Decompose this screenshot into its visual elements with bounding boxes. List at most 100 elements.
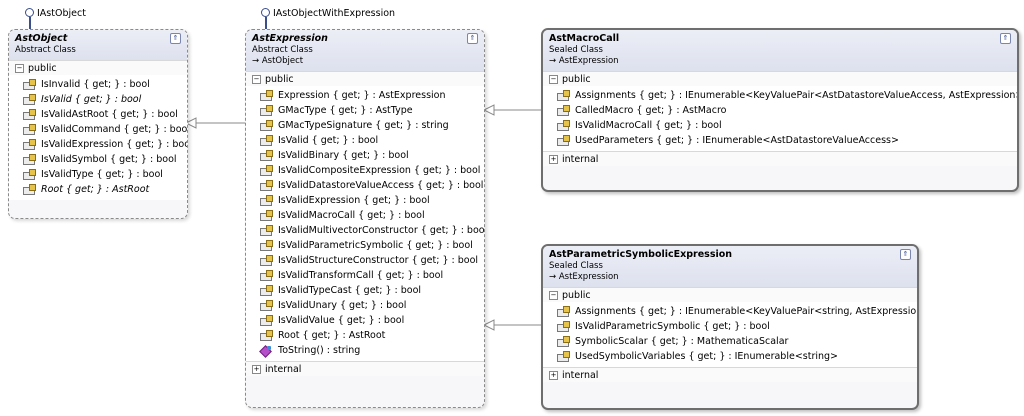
expand-section-icon[interactable]: + [252,364,261,374]
member-text: IsValidMacroCall { get; } : bool [278,210,425,221]
collapse-icon[interactable]: ⇑ [1000,33,1011,44]
member-item[interactable]: IsValidUnary { get; } : bool [246,298,484,313]
class-box-astexpression[interactable]: AstExpression Abstract Class → AstObject… [245,29,485,408]
member-text: IsValidTypeCast { get; } : bool [278,285,422,296]
section-public[interactable]: − public [543,287,917,302]
member-item[interactable]: Assignments { get; } : IEnumerable<KeyVa… [543,304,917,319]
member-item[interactable]: IsValid { get; } : bool [246,133,484,148]
member-item[interactable]: IsValidTransformCall { get; } : bool [246,268,484,283]
class-box-astobject[interactable]: AstObject Abstract Class ⇑ − public IsIn… [8,29,188,219]
member-text: IsValidCompositeExpression { get; } : bo… [278,165,481,176]
collapse-section-icon[interactable]: − [15,63,24,73]
member-item[interactable]: Root { get; } : AstRoot [9,182,187,197]
base-class: → AstObject [252,56,304,66]
member-item[interactable]: UsedSymbolicVariables { get; } : IEnumer… [543,349,917,364]
expand-section-icon[interactable]: + [549,154,558,164]
class-name: AstObject [15,33,68,44]
member-text: UsedSymbolicVariables { get; } : IEnumer… [575,351,839,362]
property-icon [260,134,273,146]
property-icon [557,305,570,317]
interface-icon [260,8,270,31]
class-header: AstMacroCall Sealed Class → AstExpressio… [543,30,1017,71]
member-item[interactable]: IsValidMacroCall { get; } : bool [246,208,484,223]
member-item[interactable]: IsValidParametricSymbolic { get; } : boo… [543,319,917,334]
member-text: IsValidType { get; } : bool [41,169,163,180]
collapse-icon[interactable]: ⇑ [170,33,181,44]
property-icon [260,164,273,176]
member-item[interactable]: GMacType { get; } : AstType [246,103,484,118]
property-icon [23,138,36,150]
member-item[interactable]: UsedParameters { get; } : IEnumerable<As… [543,133,1017,148]
section-label: public [28,62,57,74]
member-item[interactable]: IsValidAstRoot { get; } : bool [9,107,187,122]
property-icon [557,89,570,101]
member-item[interactable]: IsValid { get; } : bool [9,92,187,107]
member-item[interactable]: IsValidType { get; } : bool [9,167,187,182]
member-item[interactable]: IsValidStructureConstructor { get; } : b… [246,253,484,268]
member-item[interactable]: Assignments { get; } : IEnumerable<KeyVa… [543,88,1017,103]
class-kind: Abstract Class [252,45,313,55]
member-item[interactable]: IsValidSymbol { get; } : bool [9,152,187,167]
interface-lollipop-iastobjectwithexpression: IAstObjectWithExpression [260,8,396,31]
property-icon [260,119,273,131]
member-item[interactable]: IsValidExpression { get; } : bool [9,137,187,152]
section-public[interactable]: − public [246,71,484,86]
member-text: IsValidBinary { get; } : bool [278,150,409,161]
member-item[interactable]: GMacTypeSignature { get; } : string [246,118,484,133]
section-internal[interactable]: + internal [543,151,1017,166]
collapse-icon[interactable]: ⇑ [900,249,911,260]
member-item[interactable]: IsValidDatastoreValueAccess { get; } : b… [246,178,484,193]
member-item[interactable]: SymbolicScalar { get; } : MathematicaSca… [543,334,917,349]
property-icon [23,168,36,180]
property-icon [260,299,273,311]
member-item[interactable]: ToString() : string [246,343,484,358]
member-item[interactable]: IsValidValue { get; } : bool [246,313,484,328]
section-public[interactable]: − public [9,60,187,75]
member-text: IsInvalid { get; } : bool [41,79,150,90]
member-text: IsValidExpression { get; } : bool [41,139,188,150]
member-item[interactable]: IsValidMacroCall { get; } : bool [543,118,1017,133]
member-text: Root { get; } : AstRoot [41,184,150,195]
member-item[interactable]: IsInvalid { get; } : bool [9,77,187,92]
member-text: IsValid { get; } : bool [41,94,142,105]
member-item[interactable]: IsValidBinary { get; } : bool [246,148,484,163]
section-internal[interactable]: + internal [543,367,917,382]
class-header: AstExpression Abstract Class → AstObject… [246,30,484,71]
property-icon [23,123,36,135]
member-text: IsValid { get; } : bool [278,135,379,146]
member-item[interactable]: IsValidCompositeExpression { get; } : bo… [246,163,484,178]
section-public[interactable]: − public [543,71,1017,86]
member-item[interactable]: IsValidParametricSymbolic { get; } : boo… [246,238,484,253]
member-text: Expression { get; } : AstExpression [278,90,446,101]
property-icon [260,284,273,296]
member-item[interactable]: CalledMacro { get; } : AstMacro [543,103,1017,118]
member-item[interactable]: IsValidMultivectorConstructor { get; } :… [246,223,484,238]
member-item[interactable]: IsValidCommand { get; } : bool [9,122,187,137]
property-icon [260,149,273,161]
member-text: GMacTypeSignature { get; } : string [278,120,449,131]
property-icon [557,335,570,347]
interface-lollipop-iastobject: IAstObject [24,8,86,31]
section-label: public [265,73,294,85]
property-icon [23,78,36,90]
collapse-section-icon[interactable]: − [252,74,261,84]
section-label: internal [562,369,599,381]
collapse-section-icon[interactable]: − [549,290,558,300]
member-text: Assignments { get; } : IEnumerable<KeyVa… [575,306,919,317]
class-box-astparametricsymbolicexpression[interactable]: AstParametricSymbolicExpression Sealed C… [541,244,919,410]
class-box-astmacrocall[interactable]: AstMacroCall Sealed Class → AstExpressio… [541,28,1019,192]
expand-section-icon[interactable]: + [549,370,558,380]
base-class: → AstExpression [549,272,619,282]
member-item[interactable]: Expression { get; } : AstExpression [246,88,484,103]
collapse-section-icon[interactable]: − [549,74,558,84]
interface-label: IAstObject [37,8,86,19]
interface-label: IAstObjectWithExpression [273,8,396,19]
section-label: public [562,289,591,301]
section-internal[interactable]: + internal [246,361,484,376]
member-item[interactable]: IsValidTypeCast { get; } : bool [246,283,484,298]
property-icon [260,239,273,251]
class-header: AstParametricSymbolicExpression Sealed C… [543,246,917,287]
member-item[interactable]: Root { get; } : AstRoot [246,328,484,343]
collapse-icon[interactable]: ⇑ [467,33,478,44]
member-item[interactable]: IsValidExpression { get; } : bool [246,193,484,208]
